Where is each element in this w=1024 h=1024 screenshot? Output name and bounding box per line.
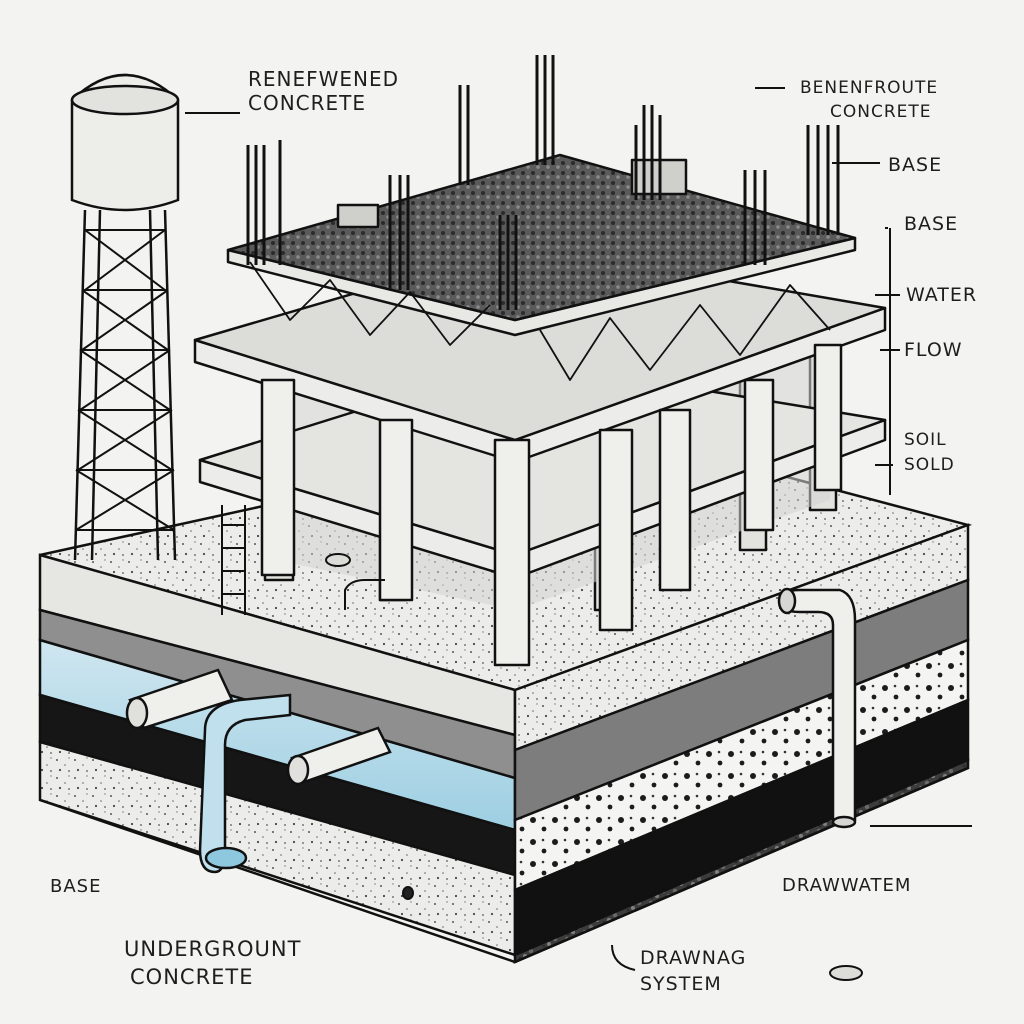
label-flow: FLOW	[904, 339, 963, 361]
label-drainage-system: DRAWNAG SYSTEM	[640, 945, 746, 997]
drain-pipe-icon	[777, 587, 857, 829]
label-top-right-heading-line2: CONCRETE	[830, 102, 932, 122]
label-drainage-system-line1: DRAWNAG	[640, 947, 747, 969]
water-pipe-icon	[125, 668, 392, 874]
label-soil: SOIL	[904, 430, 947, 450]
label-water: WATER	[906, 284, 978, 306]
label-top-right-heading: BENENFROUTE CONCRETE	[800, 76, 938, 124]
label-reinforced-concrete: RENEFWENED CONCRETE	[248, 67, 399, 115]
label-underground-concrete: UNDERGROUNT CONCRETE	[124, 935, 301, 991]
roof-slab	[226, 153, 857, 381]
label-underground-concrete-line2: CONCRETE	[130, 965, 254, 989]
building-structure	[193, 55, 887, 667]
label-base-left: BASE	[50, 876, 102, 897]
label-base-2: BASE	[904, 213, 959, 235]
leader-lines	[185, 87, 972, 971]
ladder	[221, 505, 246, 615]
label-drawwatem: DRAWWATEM	[782, 875, 912, 896]
rebar-icon	[246, 55, 840, 310]
label-top-right-heading-line1: BENENFROUTE	[800, 78, 939, 98]
label-sold: SOLD	[904, 455, 955, 475]
front-columns	[260, 343, 843, 667]
label-reinforced-concrete-line2: CONCRETE	[248, 91, 367, 115]
label-base-1: BASE	[888, 154, 943, 176]
label-drainage-system-line2: SYSTEM	[640, 973, 722, 995]
roof-aggregate-surface	[226, 153, 857, 322]
label-reinforced-concrete-line1: RENEFWENED	[248, 67, 400, 91]
water-tower-icon	[70, 73, 180, 561]
label-underground-concrete-line1: UNDERGROUNT	[124, 937, 302, 961]
